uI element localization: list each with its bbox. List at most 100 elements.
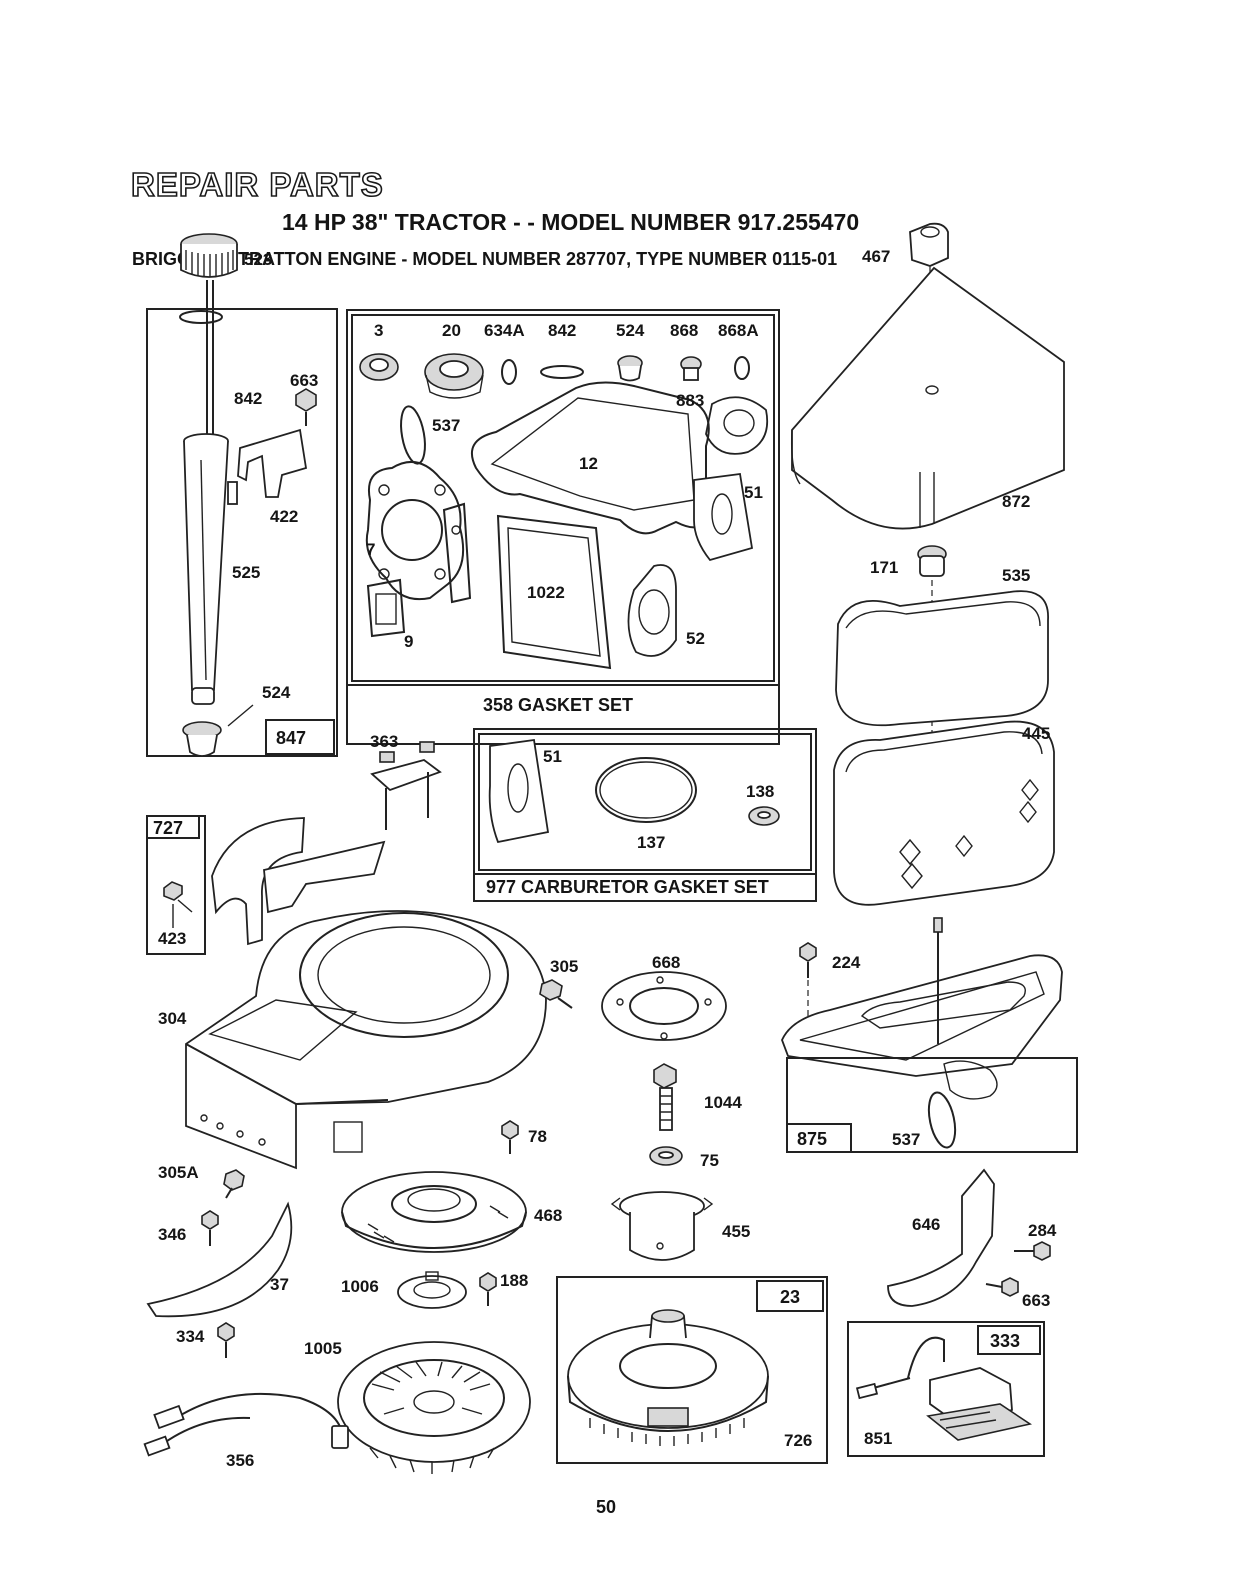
ratchet-1006-part[interactable] [397, 1271, 467, 1309]
fan-1005-part[interactable] [337, 1341, 531, 1474]
screw-284-part[interactable] [1014, 1241, 1051, 1261]
shield-bracket-part[interactable] [211, 817, 386, 946]
screw-305A-part[interactable] [223, 1169, 245, 1199]
air-cleaner-base-box [786, 1057, 1078, 1153]
starter-cup-part[interactable] [610, 1191, 714, 1261]
tube-bracket-part[interactable] [237, 428, 308, 498]
bolt-1044-part[interactable] [653, 1063, 677, 1131]
label-304: 304 [158, 1009, 187, 1028]
head-gasket-part[interactable] [365, 460, 465, 600]
label-356: 356 [226, 1451, 254, 1470]
screw-334-part[interactable] [217, 1322, 235, 1358]
label-137: 137 [637, 833, 665, 852]
label-138: 138 [746, 782, 774, 801]
seal-524-part[interactable] [617, 355, 643, 382]
label-78: 78 [528, 1127, 547, 1146]
label-75: 75 [700, 1151, 719, 1170]
label-334: 334 [176, 1327, 205, 1346]
blower-housing-part[interactable] [185, 910, 547, 1170]
label-1022: 1022 [527, 583, 565, 602]
bracket-kit-box: 727 [146, 815, 386, 955]
screw-663b-part[interactable] [985, 1277, 1019, 1297]
o-ring-537b-part[interactable] [924, 1090, 959, 1150]
label-872: 872 [1002, 492, 1030, 511]
label-224: 224 [832, 953, 861, 972]
baffle-37-part[interactable] [146, 1201, 293, 1318]
label-468: 468 [534, 1206, 562, 1225]
o-ring-part[interactable] [179, 310, 223, 324]
air-cleaner-cover-part[interactable] [790, 266, 1065, 530]
seal-634A-part[interactable] [501, 359, 517, 385]
label-663-bracket: 663 [1022, 1291, 1050, 1310]
label-523: 523 [244, 250, 272, 269]
seal-20-part[interactable] [424, 353, 484, 399]
flywheel-726-part[interactable] [567, 1309, 769, 1446]
label-422: 422 [270, 507, 298, 526]
label-346: 346 [158, 1225, 186, 1244]
carburetor-gasket-set-box: 977 CARBURETOR GASKET SET [473, 728, 817, 902]
tube-seal-part[interactable] [182, 721, 222, 757]
label-445: 445 [1022, 724, 1050, 743]
air-filter-part[interactable] [833, 720, 1055, 906]
screw-305-part[interactable] [539, 979, 573, 1009]
o-ring-842-part[interactable] [540, 365, 584, 379]
label-524-gasket: 524 [616, 321, 645, 340]
washer-75-part[interactable] [649, 1146, 683, 1166]
washer-138-part[interactable] [748, 806, 780, 826]
label-524: 524 [262, 683, 291, 702]
air-cleaner-knob-part[interactable] [909, 222, 949, 267]
plate-668-part[interactable] [601, 971, 727, 1041]
label-842-gasket: 842 [548, 321, 576, 340]
bracket-646-part[interactable] [887, 1168, 995, 1307]
label-37: 37 [270, 1275, 289, 1294]
kit-875-label: 875 [797, 1129, 827, 1149]
carb-gasket-set-label: 977 CARBURETOR GASKET SET [486, 877, 769, 897]
label-305A: 305A [158, 1163, 199, 1182]
label-1006: 1006 [341, 1277, 379, 1296]
air-cleaner-base-part[interactable] [781, 917, 1063, 1100]
ignition-coil-part[interactable] [907, 1336, 1033, 1441]
plug-851-part[interactable] [855, 1377, 911, 1400]
label-51: 51 [744, 483, 763, 502]
label-1044: 1044 [704, 1093, 742, 1112]
label-851: 851 [864, 1429, 892, 1448]
gasket-9-part[interactable] [366, 578, 406, 638]
flywheel-kit-box: 23 [556, 1276, 828, 1464]
label-726: 726 [784, 1431, 812, 1450]
label-305: 305 [550, 957, 578, 976]
label-535: 535 [1002, 566, 1030, 585]
seal-868-part[interactable] [680, 356, 702, 381]
kit-333-label: 333 [990, 1331, 1020, 1351]
screw-188-part[interactable] [479, 1272, 497, 1306]
dipstick-cap-part[interactable] [180, 233, 238, 278]
kit-727-label: 727 [153, 818, 183, 838]
screw-78-part[interactable] [501, 1120, 519, 1154]
dipstick-kit-box: 847 [146, 233, 338, 757]
dipstick-tube-part[interactable] [183, 433, 238, 705]
gasket-1022-part[interactable] [496, 514, 612, 670]
o-ring-537-part[interactable] [397, 405, 429, 466]
seal-3-part[interactable] [359, 353, 399, 381]
kit-847-label: 847 [276, 728, 306, 748]
kit-23-label: 23 [780, 1287, 800, 1307]
pre-cleaner-part[interactable] [835, 590, 1049, 727]
gasket-52-part[interactable] [627, 564, 677, 657]
part-363[interactable] [370, 741, 442, 830]
gasket-51-carb-part[interactable] [488, 738, 550, 844]
screw-224-part[interactable] [799, 942, 817, 978]
screw-663-part[interactable] [295, 388, 317, 426]
gasket-883-part[interactable] [705, 396, 769, 455]
label-363: 363 [370, 732, 398, 751]
washer-868A-part[interactable] [734, 356, 750, 380]
gasket-strip-part[interactable] [442, 502, 472, 604]
wire-356-part[interactable] [143, 1393, 349, 1457]
label-423: 423 [158, 929, 186, 948]
o-ring-137-part[interactable] [595, 757, 697, 823]
gasket-51-part[interactable] [693, 472, 754, 562]
cover-grommet-part[interactable] [917, 545, 947, 577]
page-title: REPAIR PARTS [130, 165, 384, 204]
rotating-screen-part[interactable] [341, 1171, 527, 1253]
screw-423-part[interactable] [163, 881, 193, 913]
screw-346-part[interactable] [201, 1210, 219, 1246]
